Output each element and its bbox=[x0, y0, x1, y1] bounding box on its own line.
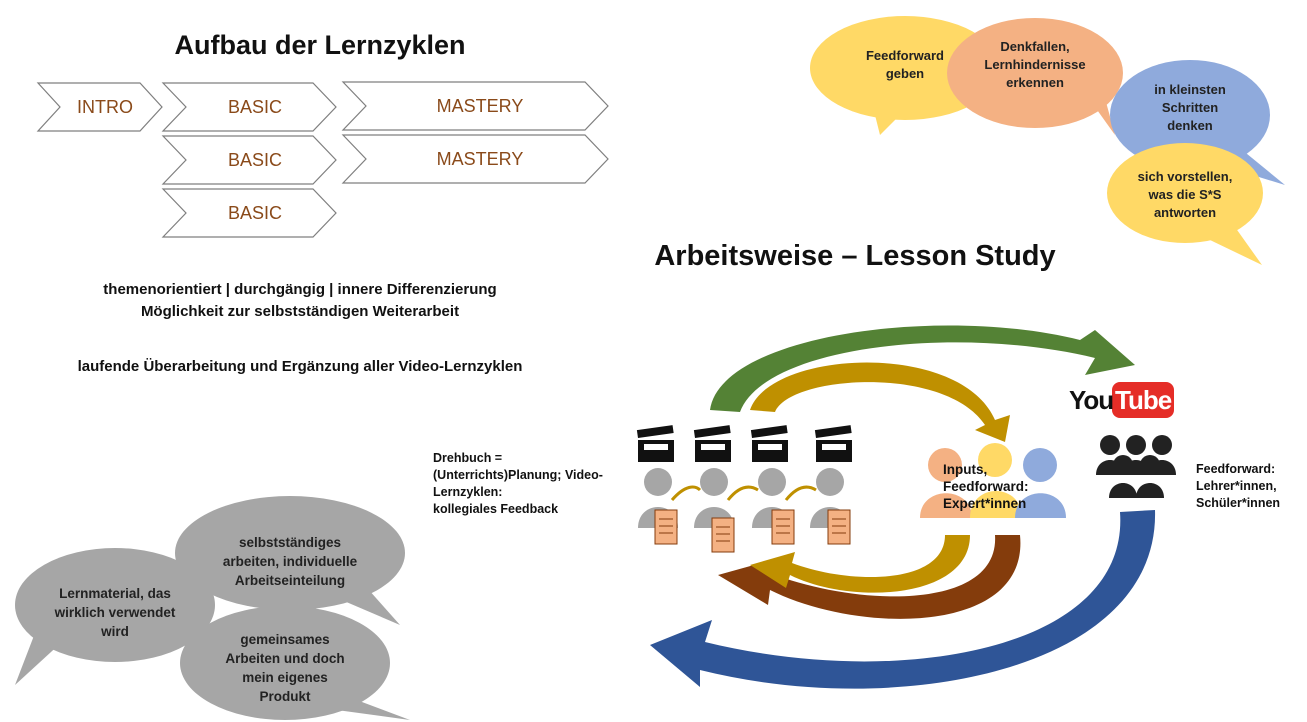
gold-arrow-bottom bbox=[750, 535, 970, 593]
chevron-basic-3-label: BASIC bbox=[227, 203, 283, 223]
clapperboard-icon bbox=[693, 425, 731, 462]
inputs-text: Inputs,Feedforward:Expert*innen bbox=[943, 462, 1029, 511]
bubble-kleinste-schritte bbox=[1110, 60, 1285, 185]
youtube-tube: Tube bbox=[1115, 385, 1172, 415]
brown-arrow bbox=[718, 535, 1021, 619]
title-aufbau: Aufbau der Lernzyklen bbox=[174, 30, 466, 60]
team-figures bbox=[636, 425, 852, 553]
principles-line: themenorientiert | durchgängig | innere … bbox=[103, 281, 497, 298]
expert-figures bbox=[920, 443, 1066, 518]
youtube-logo bbox=[1112, 382, 1174, 418]
bubble-sich-vorstellen bbox=[1107, 143, 1263, 265]
chevron-basic-2-label: BASIC bbox=[227, 150, 283, 170]
gold-arrow-top bbox=[750, 362, 1010, 442]
chevron-mastery-1 bbox=[341, 81, 609, 131]
youtube-you: You bbox=[1069, 385, 1114, 415]
chevron-basic-3 bbox=[161, 188, 337, 238]
lesson-study-cycle bbox=[636, 325, 1176, 689]
feedforward-text: Feedforward:Lehrer*innen,Schüler*innen bbox=[1196, 462, 1281, 510]
chevron-basic-2 bbox=[161, 135, 337, 185]
green-arrow bbox=[710, 325, 1135, 412]
drehbuch-text: Drehbuch =(Unterrichts)Planung; Video-Le… bbox=[433, 451, 603, 516]
continuation-line: Möglichkeit zur selbstständigen Weiterar… bbox=[140, 303, 460, 320]
chevron-intro bbox=[36, 82, 163, 132]
chevron-mastery-1-label: MASTERY bbox=[436, 96, 524, 116]
bubble-lernmaterial bbox=[15, 548, 215, 685]
bubble-denkfallen bbox=[947, 18, 1123, 135]
chevron-intro-label: INTRO bbox=[77, 97, 133, 117]
bubble-feedforward-geben bbox=[810, 16, 1000, 135]
grey-bubbles bbox=[15, 496, 410, 720]
title-arbeitsweise: Arbeitsweise – Lesson Study bbox=[654, 240, 1056, 272]
chevron-mastery-2-label: MASTERY bbox=[436, 149, 524, 169]
clapperboard-icon bbox=[636, 425, 674, 462]
clapperboard-icon bbox=[750, 425, 788, 462]
audience-icon bbox=[1096, 435, 1176, 498]
chevron-diagram bbox=[36, 81, 609, 238]
revision-line: laufende Überarbeitung und Ergänzung all… bbox=[77, 358, 523, 375]
thinking-bubbles bbox=[810, 16, 1285, 265]
chevron-mastery-2 bbox=[341, 134, 609, 184]
bubble-gemeinsam bbox=[180, 606, 410, 720]
clapperboard-icon bbox=[814, 425, 852, 462]
bubble-selbststaendig bbox=[175, 496, 405, 625]
blue-arrow bbox=[650, 510, 1156, 689]
chevron-basic-1-label: BASIC bbox=[227, 97, 283, 117]
chevron-basic-1 bbox=[161, 82, 337, 132]
